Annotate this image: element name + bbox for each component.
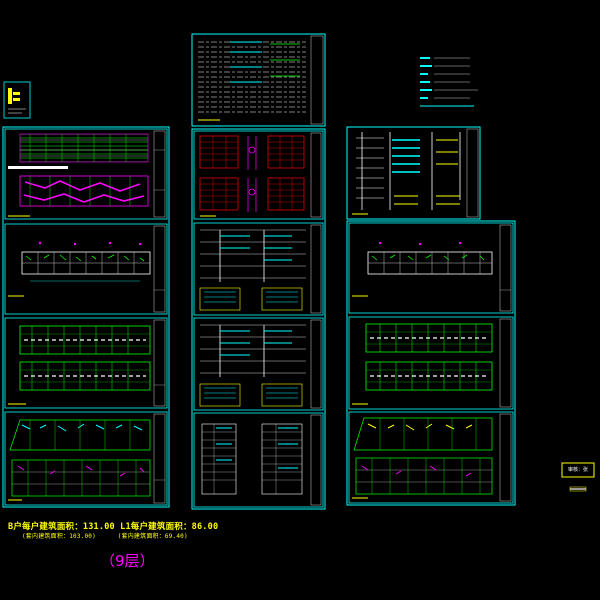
- floor-count-label: （9层）: [100, 552, 155, 570]
- sheet-riser-diagram: [346, 126, 481, 220]
- sheet-floor-plan: [4, 223, 168, 315]
- approval-stamp: [561, 462, 595, 492]
- sheet-design-notes: [191, 33, 326, 127]
- sheet-distribution-system: [193, 222, 324, 316]
- stamp-text: 审核：张: [567, 467, 588, 473]
- sheet-basement-plan: [348, 222, 514, 314]
- sheet-standard-floor-plan: [4, 317, 168, 409]
- sheet-standard-floor-plan-right: [348, 316, 514, 410]
- sheet-electrical-plan: [4, 128, 168, 220]
- sheet-roof-plan: [4, 411, 168, 506]
- left-column: [2, 126, 170, 508]
- sheet-roof-plan-right: [348, 411, 514, 504]
- sheet-meter-box-details: [193, 130, 324, 220]
- legend-table: [420, 57, 478, 107]
- right-column: [346, 126, 516, 506]
- interior-area-line: (套内建筑面积：103.00) (套内建筑面积：69.40): [22, 531, 188, 540]
- sheet-equipment-tables: [193, 412, 324, 508]
- sheet-riser-system: [193, 317, 324, 411]
- legend-sheet: [3, 81, 31, 119]
- area-summary-line: B户每户建筑面积：131.00 L1每户建筑面积：86.00: [8, 522, 219, 532]
- interior-area-b: (套内建筑面积：103.00): [22, 533, 96, 540]
- interior-area-l1: (套内建筑面积：69.40): [117, 533, 188, 540]
- middle-column: [191, 33, 326, 510]
